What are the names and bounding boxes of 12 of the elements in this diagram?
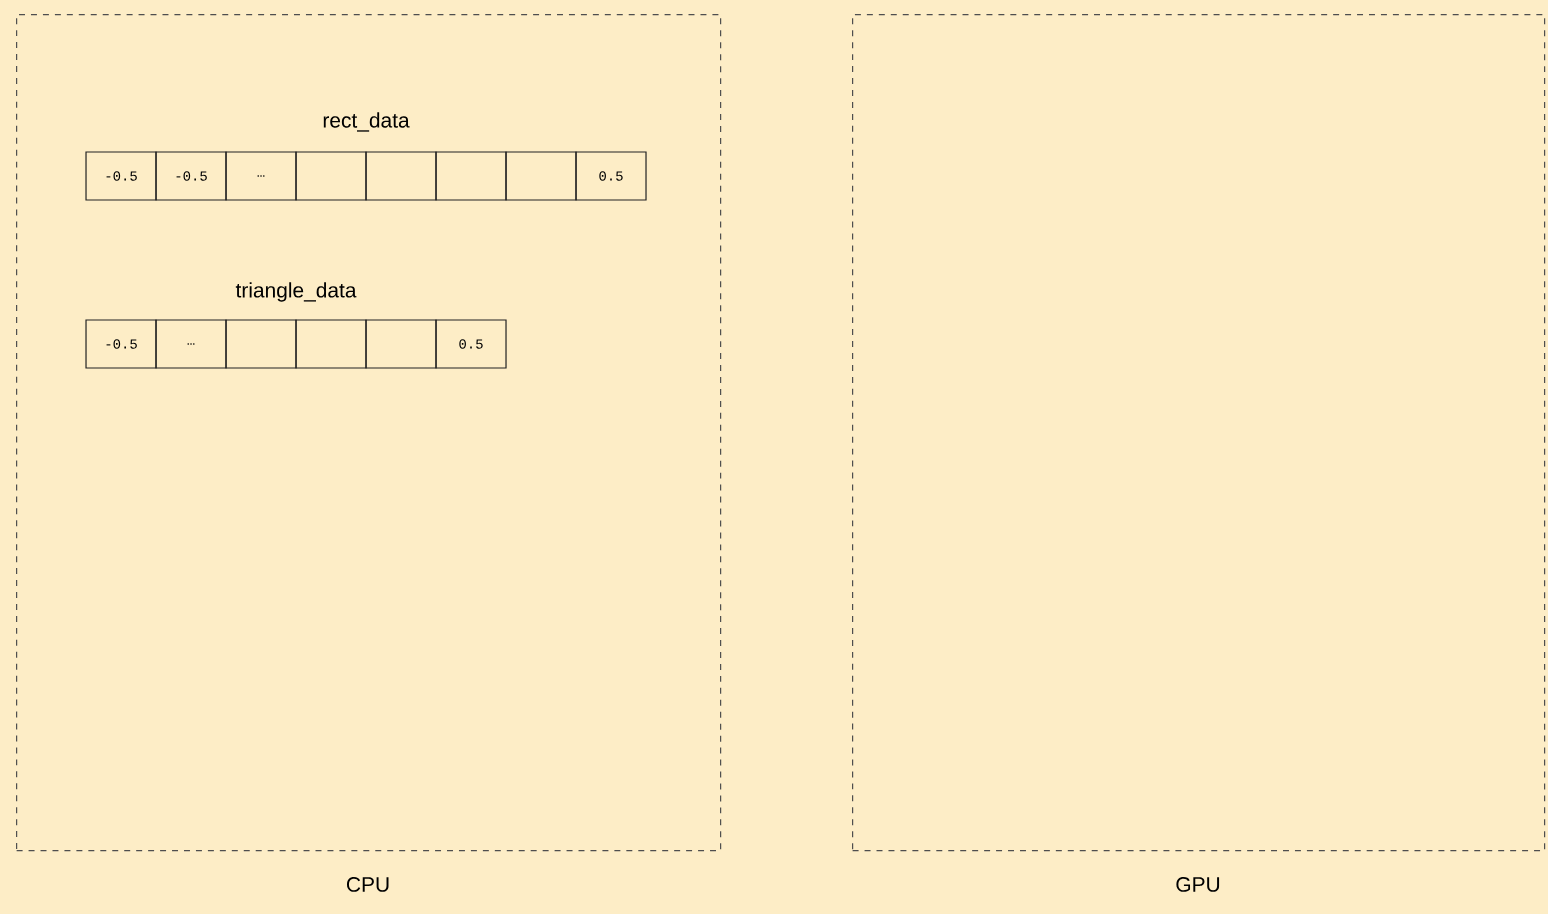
- array-cell: [505, 151, 577, 201]
- panel: GPU: [852, 14, 1546, 892]
- array-cell: [365, 151, 437, 201]
- array-name: triangle_data: [235, 282, 357, 302]
- node-label: GPU: [1176, 877, 1220, 892]
- array-cell: [365, 319, 437, 369]
- array-cell: [225, 319, 297, 369]
- array-name: rect_data: [323, 112, 410, 132]
- array-cell: [295, 151, 367, 201]
- array-cell: [295, 319, 367, 369]
- array-cell: [435, 151, 507, 201]
- node-label: CPU: [346, 877, 389, 892]
